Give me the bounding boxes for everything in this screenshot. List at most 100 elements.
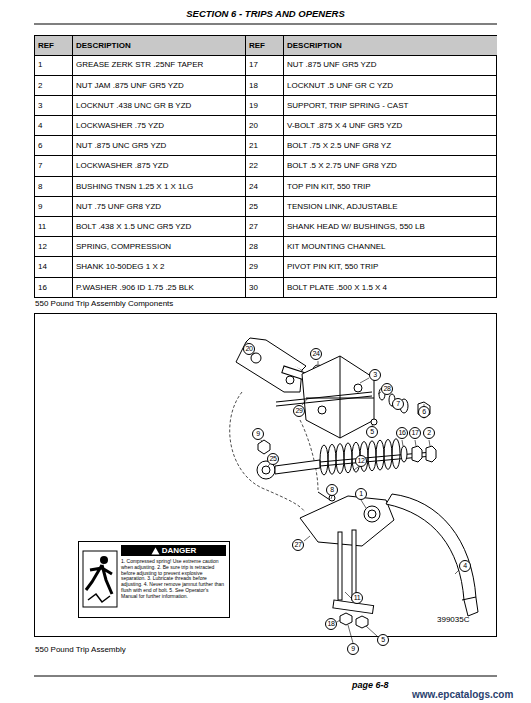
callout-number: 25 <box>267 453 279 465</box>
callout-number: 9 <box>347 643 359 655</box>
leader-lines <box>261 440 262 442</box>
ref-number: 6 <box>35 136 73 157</box>
bolt-stack <box>371 419 377 425</box>
tension-link <box>262 466 270 474</box>
bolt-stack <box>276 388 430 425</box>
part-description: KIT MOUNTING CHANNEL <box>284 237 497 258</box>
ref-number: 7 <box>35 156 73 177</box>
spring-nuts <box>412 446 422 462</box>
part-description: GREASE ZERK STR .25NF TAPER <box>73 55 246 76</box>
ref-number: 8 <box>35 176 73 197</box>
figure-number: 399035C <box>437 616 469 624</box>
warning-triangle <box>151 547 159 554</box>
leader-lines <box>361 500 366 508</box>
part-description: TOP PIN KIT, 550 TRIP <box>284 176 497 197</box>
shank-head <box>300 492 394 546</box>
part-description: NUT .75 UNF GR8 YZD <box>73 196 246 217</box>
tension-link <box>258 440 270 454</box>
leader-lines <box>360 378 369 383</box>
table-header: REF <box>246 36 284 56</box>
leader-lines <box>348 625 353 643</box>
part-description: TENSION LINK, ADJUSTABLE <box>284 196 497 217</box>
icon-figure <box>86 565 112 594</box>
leader-lines <box>415 440 416 446</box>
ref-number: 2 <box>35 75 73 96</box>
pivot-arm <box>286 376 294 384</box>
ref-number: 29 <box>246 257 284 278</box>
shank-bolts <box>352 530 356 600</box>
callout-number: 3 <box>369 369 381 381</box>
ref-number: 24 <box>246 176 284 197</box>
leader-lines <box>318 361 319 364</box>
ref-number: 1 <box>35 55 73 76</box>
ref-number: 4 <box>35 116 73 137</box>
callout-number: 17 <box>409 427 421 439</box>
spring-coil <box>392 439 400 469</box>
danger-band: DANGER <box>121 545 226 556</box>
table-header: DESCRIPTION <box>73 36 246 56</box>
part-description: LOCKNUT .5 UNF GR C YZD <box>284 75 497 96</box>
pivot-arm <box>246 338 306 370</box>
figure-caption: 550 Pound Trip Assembly <box>35 646 126 654</box>
page-rules <box>35 36 497 298</box>
callout-number: 4 <box>459 560 471 572</box>
shank-head <box>368 510 376 518</box>
part-description: SHANK 10-50DEG 1 X 2 <box>73 257 246 278</box>
callout-number: 28 <box>381 383 393 395</box>
table-header: DESCRIPTION <box>284 36 497 56</box>
ref-number: 17 <box>246 55 284 76</box>
page-title: SECTION 6 - TRIPS AND OPENERS <box>0 9 531 19</box>
ref-number: 12 <box>35 237 73 258</box>
page-rules <box>35 314 497 637</box>
danger-decal: DANGER1. Compressed spring! Use extreme … <box>78 541 230 618</box>
ref-number: 19 <box>246 95 284 116</box>
callout-number: 29 <box>293 405 305 417</box>
spring-coil <box>384 439 392 469</box>
callout-number: 2 <box>423 427 435 439</box>
callout-number: 8 <box>326 484 338 496</box>
spring-coil <box>336 444 344 474</box>
warning-triangle <box>151 547 160 555</box>
leader-lines <box>402 440 403 446</box>
page-rules <box>34 24 497 676</box>
part-description: BUSHING TNSN 1.25 X 1 X 1LG <box>73 176 246 197</box>
part-description: BOLT .5 X 2.75 UNF GR8 YZD <box>284 156 497 177</box>
callout-number: 7 <box>392 398 404 410</box>
page-rules <box>34 23 497 24</box>
part-description: V-BOLT .875 X 4 UNF GR5 YZD <box>284 116 497 137</box>
part-description: NUT .875 UNC GR5 YZD <box>73 136 246 157</box>
part-description: SPRING, COMPRESSION <box>73 237 246 258</box>
shank-bolts <box>340 613 352 625</box>
hazard-icon <box>82 550 118 610</box>
icon-spring <box>88 594 110 602</box>
icon-frame <box>83 551 117 607</box>
table-header: REF <box>35 36 73 56</box>
callout-number: 12 <box>355 455 367 467</box>
part-description: NUT JAM .875 UNF GR5 YZD <box>73 75 246 96</box>
page-rules <box>34 676 497 677</box>
part-description: LOCKWASHER .875 YZD <box>73 156 246 177</box>
shank <box>386 494 478 616</box>
leader-lines <box>429 440 430 446</box>
spring-nuts <box>426 446 436 462</box>
spring-nuts <box>401 446 436 462</box>
callout-number: 5 <box>377 634 389 646</box>
part-description: SUPPORT, TRIP SPRING - CAST <box>284 95 497 116</box>
table-caption: 550 Pound Trip Assembly Components <box>35 300 173 308</box>
part-description: P.WASHER .906 ID 1.75 .25 BLK <box>73 277 246 298</box>
part-description: BOLT .438 X 1.5 UNC GR5 YZD <box>73 217 246 238</box>
page-number: page 6-8 <box>352 681 389 690</box>
tension-link <box>275 460 320 474</box>
pivot-arm <box>251 353 261 363</box>
leader-lines <box>366 626 377 636</box>
callout-number: 5 <box>366 426 378 438</box>
spring-coil <box>344 443 352 473</box>
support-casting <box>354 384 362 392</box>
spring-coil <box>320 445 328 475</box>
leader-lines <box>337 620 340 622</box>
ref-number: 30 <box>246 277 284 298</box>
ref-number: 20 <box>246 116 284 137</box>
spring-coil <box>376 440 384 470</box>
callout-number: 6 <box>418 406 430 418</box>
icon-head <box>100 556 108 564</box>
